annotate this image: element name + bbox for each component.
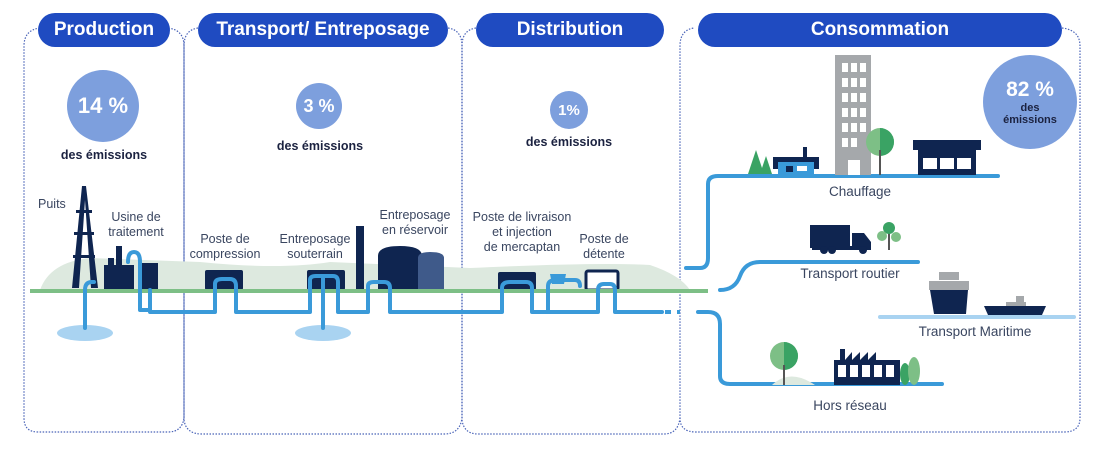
transport-emissions-label: des émissions — [276, 139, 364, 153]
label-line: de mercaptan — [483, 240, 561, 254]
header-transport: Transport/ Entreposage — [198, 13, 448, 47]
production-emissions-badge: 14 % — [67, 70, 139, 142]
emissions-label: des — [1020, 102, 1040, 114]
label-livraison: Poste de livraison et injection de merca… — [466, 210, 578, 255]
water-reservoir-icon — [295, 325, 351, 341]
header-production: Production — [38, 13, 170, 47]
header-distribution: Distribution — [476, 13, 664, 47]
label-hors-reseau: Hors réseau — [813, 398, 887, 413]
label-line: traitement — [108, 225, 164, 239]
distribution-frame — [461, 27, 695, 435]
label-chauffage: Chauffage — [828, 184, 892, 199]
consommation-emissions-badge: 82 % des émissions — [983, 55, 1077, 149]
label-compression: Poste de compression — [186, 232, 264, 262]
label-line: en réservoir — [382, 223, 448, 237]
label-line: détente — [583, 247, 625, 261]
tanker-ship-icon — [984, 296, 1046, 315]
label-line: Poste de — [579, 232, 629, 246]
label-line: Poste de — [200, 232, 250, 246]
pipeline — [83, 250, 664, 330]
label-line: et injection — [492, 225, 552, 239]
tree-icon — [877, 222, 901, 250]
distribution-emissions-badge: 1% — [550, 91, 588, 129]
maritime-line — [878, 315, 1076, 319]
percent-value: 82 % — [1006, 78, 1054, 101]
well-derrick-icon — [72, 186, 98, 288]
label-puits: Puits — [38, 197, 66, 211]
percent-value: 1% — [558, 101, 580, 119]
truck-icon — [810, 225, 871, 254]
transport-frame — [183, 27, 463, 435]
label-souterrain: Entreposage souterrain — [276, 232, 354, 262]
label-transport-maritime: Transport Maritime — [918, 324, 1032, 339]
label-line: souterrain — [287, 247, 343, 261]
label-line: Poste de livraison — [472, 210, 572, 224]
label-transport-routier: Transport routier — [800, 266, 900, 281]
consumption-pipes — [684, 174, 1000, 386]
percent-value: 3 % — [303, 95, 335, 116]
label-detente: Poste de détente — [576, 232, 632, 262]
distribution-emissions-label: des émissions — [525, 135, 613, 149]
emissions-label: émissions — [1003, 114, 1057, 126]
label-line: Entreposage — [379, 208, 451, 222]
off-grid-scene-icon — [770, 342, 920, 385]
label-line: Usine de — [111, 210, 161, 224]
production-frame — [23, 27, 185, 433]
cargo-ship-icon — [929, 272, 969, 314]
consommation-frame — [679, 27, 1081, 433]
processing-plant-icon — [104, 246, 158, 289]
label-reservoir: Entreposage en réservoir — [374, 208, 456, 238]
percent-value: 14 % — [77, 93, 129, 118]
building-windows — [786, 63, 866, 175]
water-reservoir-icon — [57, 325, 113, 341]
storage-tank-icon — [356, 226, 444, 290]
header-consommation: Consommation — [698, 13, 1062, 47]
label-usine: Usine de traitement — [104, 210, 168, 240]
label-line: Entreposage — [279, 232, 351, 246]
label-line: compression — [189, 247, 261, 261]
transport-emissions-badge: 3 % — [296, 83, 342, 129]
production-emissions-label: des émissions — [60, 148, 148, 162]
